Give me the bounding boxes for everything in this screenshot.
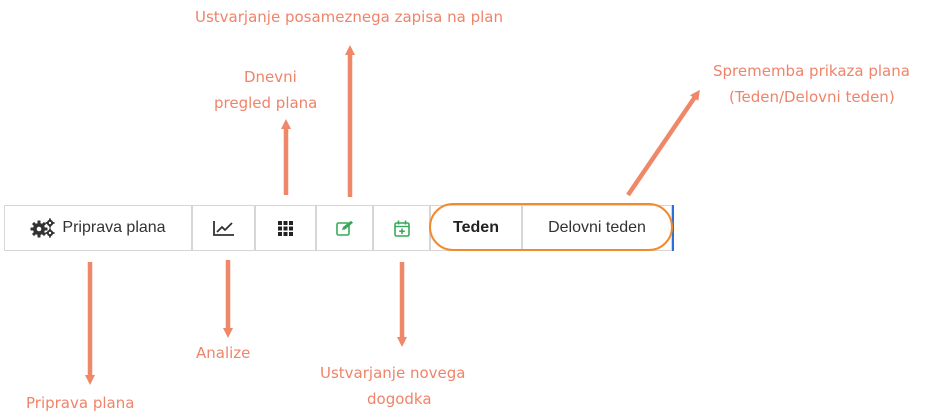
workweek-view-label: Delovni teden (548, 219, 646, 236)
gears-icon (30, 218, 56, 238)
priprava-plana-button[interactable]: Priprava plana (4, 205, 192, 251)
week-view-button[interactable]: Teden (430, 205, 522, 251)
edit-icon (335, 220, 354, 236)
annotation-create-entry: Ustvarjanje posameznega zapisa na plan (195, 8, 503, 26)
line-chart-icon (212, 220, 235, 236)
analyses-button[interactable] (192, 205, 255, 251)
daily-overview-button[interactable] (255, 205, 316, 251)
annotation-new-event-line1: Ustvarjanje novega (320, 364, 466, 382)
annotation-view-change-line1: Sprememba prikaza plana (713, 62, 910, 80)
workweek-view-button[interactable]: Delovni teden (522, 205, 672, 251)
annotation-priprava: Priprava plana (26, 394, 135, 412)
new-event-button[interactable] (373, 205, 430, 251)
grid-icon (278, 220, 293, 236)
week-view-label: Teden (453, 219, 499, 236)
calendar-plus-icon (393, 220, 410, 237)
annotation-analyses: Analize (196, 344, 251, 362)
arrow-view-change (626, 89, 700, 197)
active-focus-edge (672, 205, 674, 251)
create-entry-button[interactable] (316, 205, 373, 251)
annotation-new-event-line2: dogodka (367, 390, 432, 408)
annotation-daily-overview-line2: pregled plana (214, 94, 318, 112)
annotation-view-change-line2: (Teden/Delovni teden) (729, 88, 895, 106)
priprava-plana-label: Priprava plana (62, 219, 166, 236)
annotation-daily-overview-line1: Dnevni (244, 68, 297, 86)
